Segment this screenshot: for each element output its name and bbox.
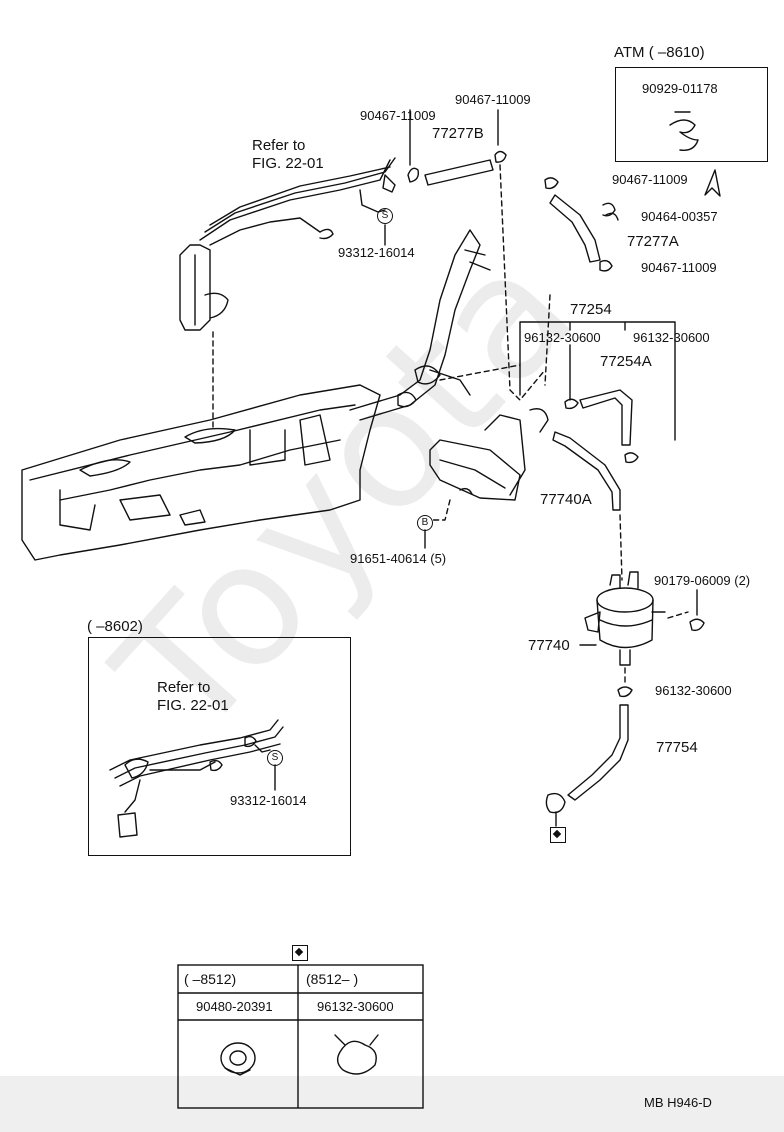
leader-dashed-77740a xyxy=(619,514,623,581)
circle-s-top: S xyxy=(377,208,393,224)
callout-77740: 77740 xyxy=(528,637,570,654)
fuel-tank xyxy=(21,384,381,561)
footer-code: MB H946-D xyxy=(644,1095,712,1110)
callout-77277a: 77277A xyxy=(627,233,679,250)
footer-band xyxy=(0,1076,784,1132)
clamp-g xyxy=(617,686,633,698)
table-col1-part: 90480-20391 xyxy=(196,999,273,1014)
callout-90467-11009-b: 90467-11009 xyxy=(455,92,531,107)
table-col2-header: (8512– ) xyxy=(306,971,359,987)
callout-90464-00357: 90464-00357 xyxy=(641,209,718,224)
callout-77754: 77754 xyxy=(656,739,698,756)
callout-refer-top-1: Refer to xyxy=(252,137,306,154)
atm-box xyxy=(615,67,768,162)
arrow-atm xyxy=(704,169,721,197)
inset-header: ( –8602) xyxy=(87,618,143,635)
callout-96132-30600-a: 96132-30600 xyxy=(524,330,601,345)
clamp-d xyxy=(599,259,613,272)
leader-dashed-b xyxy=(429,499,451,521)
leaders-clamps xyxy=(409,109,499,166)
charcoal-canister xyxy=(584,571,666,666)
inset-part: 93312-16014 xyxy=(230,793,307,808)
callout-77254a: 77254A xyxy=(600,353,652,370)
callout-93312-16014-top: 93312-16014 xyxy=(338,245,415,260)
callout-90467-11009-c: 90467-11009 xyxy=(612,172,688,187)
callout-96132-30600-c: 96132-30600 xyxy=(655,683,732,698)
grommet-90480-hole xyxy=(229,1050,247,1066)
circle-b: B xyxy=(417,515,433,531)
inset-circle-s: S xyxy=(267,750,283,766)
callout-77740a: 77740A xyxy=(540,491,592,508)
table-col1-header: ( –8512) xyxy=(184,971,237,987)
sender-unit-top xyxy=(179,157,396,331)
atm-clamp xyxy=(669,111,699,151)
diamond-marker-grommet xyxy=(550,827,566,843)
atm-header: ATM ( –8610) xyxy=(614,44,705,61)
tube-77740a xyxy=(552,431,621,511)
inset-refer-1: Refer to xyxy=(157,679,211,696)
bracket-77254 xyxy=(519,321,676,441)
clamp-b xyxy=(494,150,507,163)
callout-90467-11009-a: 90467-11009 xyxy=(360,108,436,123)
filler-pipe xyxy=(349,229,491,421)
leader-dashed-77254 xyxy=(544,294,551,386)
leader-dashed-bracket xyxy=(439,364,521,381)
inset-box xyxy=(88,637,351,856)
atm-part: 90929-01178 xyxy=(642,81,718,96)
callout-refer-top-2: FIG. 22-01 xyxy=(252,155,324,172)
clamp-90464 xyxy=(602,202,619,221)
clamp-f xyxy=(624,452,639,464)
hose-77254a xyxy=(579,389,633,446)
clamp-96132-table-tabs xyxy=(334,1034,379,1046)
grommet xyxy=(545,792,566,814)
parts-table-grid xyxy=(177,964,424,1109)
grommet-90480-side xyxy=(224,1067,251,1076)
hose-77277b xyxy=(424,159,494,186)
table-col2-part: 96132-30600 xyxy=(317,999,394,1014)
callout-77254: 77254 xyxy=(570,301,612,318)
leader-inset-s xyxy=(254,744,271,753)
callout-77277b: 77277B xyxy=(432,125,484,142)
diamond-marker-table xyxy=(292,945,308,961)
callout-96132-30600-b: 96132-30600 xyxy=(633,330,710,345)
hose-77277a xyxy=(549,194,601,263)
filler-bracket xyxy=(429,408,549,501)
hose-77754 xyxy=(567,704,629,801)
leader-dashed-90179 xyxy=(667,611,689,619)
callout-90179-06009: 90179-06009 (2) xyxy=(654,573,751,588)
clamp-a xyxy=(407,167,420,183)
inset-refer-2: FIG. 22-01 xyxy=(157,697,229,714)
callout-90467-11009-d: 90467-11009 xyxy=(641,260,717,275)
nut-90179 xyxy=(689,618,705,632)
clamp-e xyxy=(564,398,579,410)
clamp-96132-table xyxy=(336,1040,377,1075)
clamp-c xyxy=(544,177,559,190)
leader-dashed-77277b xyxy=(499,164,546,401)
grommet-90480 xyxy=(220,1042,256,1074)
callout-91651-40614: 91651-40614 (5) xyxy=(350,551,447,566)
